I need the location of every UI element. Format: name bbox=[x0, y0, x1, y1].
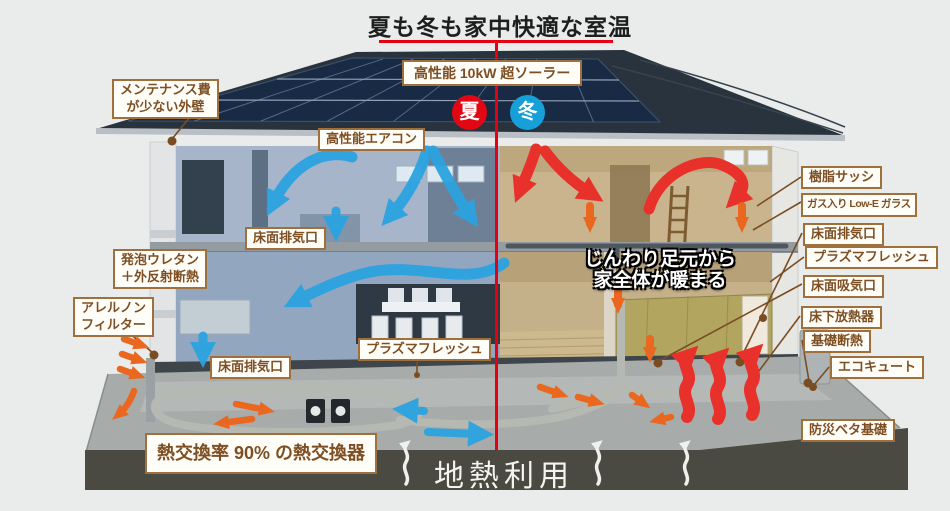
title-underline bbox=[379, 40, 613, 43]
window bbox=[457, 165, 485, 183]
window bbox=[747, 149, 769, 166]
page-title: 夏も冬も家中快適な室温 bbox=[368, 14, 632, 40]
label-plasma-fresh-right: プラズマフレッシュ bbox=[805, 246, 938, 269]
heat-exchanger-unit bbox=[306, 399, 350, 423]
label-maintenance-wall: メンテナンス費 が少ない外壁 bbox=[112, 79, 219, 119]
label-underfloor-radiator: 床下放熱器 bbox=[801, 306, 883, 329]
label-floor-vent-2f: 床面排気口 bbox=[245, 227, 327, 250]
partition-wall bbox=[604, 252, 616, 360]
doorway bbox=[610, 165, 650, 244]
warm-airflow-arrows bbox=[512, 143, 764, 425]
label-urethane-insulation: 発泡ウレタン ＋外反射断熱 bbox=[113, 249, 208, 289]
dining-table bbox=[382, 302, 460, 312]
air-duct bbox=[505, 243, 789, 260]
label-aircon: 高性能エアコン bbox=[318, 128, 426, 151]
label-resin-sash: 樹脂サッシ bbox=[801, 166, 883, 189]
shelf bbox=[252, 150, 268, 238]
cool-airflow-arrows bbox=[190, 145, 510, 447]
season-divider-line bbox=[495, 41, 498, 450]
label-foundation-insulation: 基礎断熱 bbox=[803, 330, 872, 353]
warm-feet-callout: じんわり足元から 家全体が暖まる bbox=[583, 249, 736, 291]
wardrobe bbox=[182, 160, 224, 234]
label-allernon-filter: アレルノン フィルター bbox=[73, 297, 155, 337]
label-floor-intake: 床面吸気口 bbox=[803, 275, 885, 298]
winter-badge: 冬 bbox=[510, 95, 545, 130]
roof-gutter bbox=[96, 128, 845, 141]
label-solar-panel: 高性能 10kW 超ソーラー bbox=[402, 60, 583, 87]
label-floor-vent-right: 床面排気口 bbox=[803, 223, 885, 246]
ground-soil bbox=[85, 428, 908, 490]
label-disaster-foundation: 防災ベタ基礎 bbox=[801, 419, 896, 442]
label-floor-vent-1f: 床面排気口 bbox=[210, 356, 292, 379]
label-heat-exchanger: 熱交換率 90% の熱交換器 bbox=[145, 433, 378, 475]
fresh-air-arrows bbox=[112, 202, 749, 430]
label-plasma-fresh-center: プラズマフレッシュ bbox=[358, 338, 491, 361]
label-ecocute: エコキュート bbox=[830, 356, 925, 379]
geothermal-arrows bbox=[398, 440, 691, 486]
downspout-pipe bbox=[146, 358, 155, 422]
kitchen-counter bbox=[179, 299, 251, 335]
geothermal-text: 地熱利用 bbox=[434, 460, 574, 493]
label-lowe-glass: ガス入り Low-E ガラス bbox=[801, 193, 917, 217]
summer-badge: 夏 bbox=[452, 95, 487, 130]
